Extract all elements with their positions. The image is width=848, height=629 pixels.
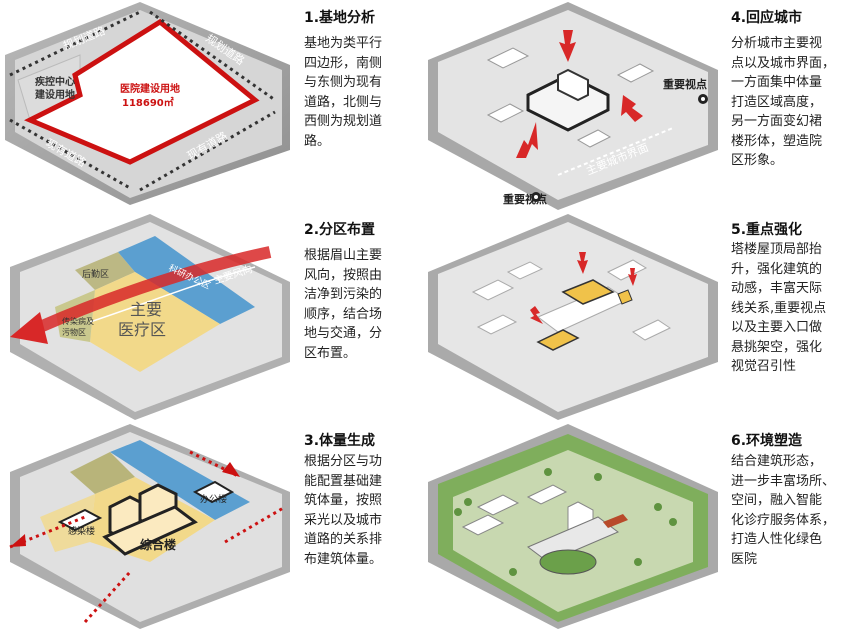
diagram-site-analysis: 规划道路 规划道路 现有道路 现有道路 疾控中心 建设用地 医院建设用地 118… [0,0,290,205]
complex-building [102,483,198,556]
raised-roof [561,279,615,305]
diagram-massing: 办公楼 感染楼 综合楼 [0,422,290,629]
label-cdc-2: 建设用地 [34,88,75,101]
step-2-title: 2.分区布置 [304,222,376,238]
label-viewpoint-right: 重要视点 [663,77,707,91]
zone-research [118,236,255,324]
label-zone-infect-2: 污物区 [62,327,86,337]
label-zone-logistics: 后勤区 [82,268,109,280]
step-3-desc: 根据分区与功 能配置基础建 筑体量，按照 采光以及城市 道路的关系排 布建筑体量… [304,454,383,567]
step-2-desc: 根据眉山主要 风向，按照由 洁净到污染的 顺序，结合场 地与交通，分 区布置。 [304,248,383,361]
label-zone-main-1: 主要 [130,300,162,319]
zone-logistics [70,452,135,494]
hospital-site [24,18,260,165]
zone-logistics [75,252,135,290]
label-zone-infect-1: 传染病及 [62,316,94,326]
diagram-emphasis [418,212,718,420]
step-5-title: 5.重点强化 [731,222,803,238]
step-6-title: 6.环境塑造 [731,433,803,449]
label-infect: 感染楼 [68,525,95,537]
step-3-title: 3.体量生成 [304,433,376,449]
label-complex: 综合楼 [140,537,176,552]
diagram-city-response: 主要城市界面 重要视点 重要视点 [418,0,718,210]
step-4-title: 4.回应城市 [731,10,803,26]
step-1-title: 1.基地分析 [304,10,376,26]
step-1-desc: 基地为类平行 四边形，南侧 与东侧为现有 道路，北侧与 西侧为规划道 路。 [304,36,383,149]
step-6-desc: 结合建筑形态， 进一步丰富场所、 空间，融入智能 化诊疗服务体系， 打造人性化绿… [731,454,836,567]
label-site-name: 医院建设用地 [120,82,180,95]
label-zone-main-2: 医疗区 [118,320,166,339]
step-5-desc: 塔楼屋顶局部抬 升，强化建筑的 动感，丰富天际 线关系,重要视点 以及主要入口做… [731,242,827,374]
diagram-zoning: 后勤区 科研办公区 主要风向 主要 医疗区 传染病及 污物区 [0,212,290,420]
diagram-environment [418,422,718,629]
label-office: 办公楼 [200,493,227,505]
wind-arrow [37,246,272,333]
label-site-area: 118690㎡ [122,96,174,109]
label-cdc-1: 疾控中心 [35,75,75,88]
step-4-desc: 分析城市主要视 点以及城市界面， 一方面集中体量 打造区域高度， 另一方面变幻裙… [731,36,836,168]
